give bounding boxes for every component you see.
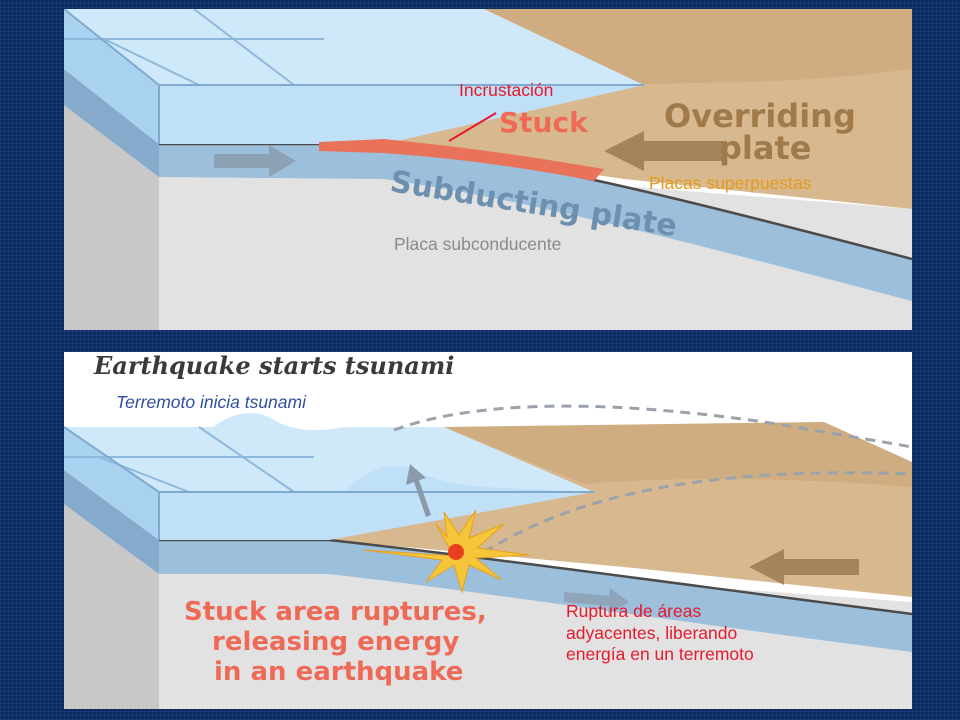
earthquake-burst-icon [363,509,530,594]
plate-boundary-line [159,538,912,616]
diagram-panel-earthquake-tsunami: Earthquake starts tsunami Stuck area rup… [64,352,912,709]
uplift-arrow-icon [406,464,431,517]
subducting-motion-arrow-icon [564,588,629,614]
stuck-plates-illustration: Stuck Overriding plate Subducting plate [64,9,912,330]
label-ruptura-areas: Ruptura de áreas adyacentes, liberando e… [566,601,754,666]
ocean-side [64,427,159,540]
mantle-front [159,547,912,709]
stuck-pointer-line [448,112,497,142]
earthquake-tsunami-illustration: Earthquake starts tsunami Stuck area rup… [64,352,912,709]
plate-printed-label: plate [719,129,811,167]
label-ruptura-line-3: energía en un terremoto [566,644,754,665]
ocean-side [64,9,159,144]
subducting-plate [159,540,912,652]
subducting-plate-side [64,69,159,177]
stuck-zone [319,139,604,181]
subducting-motion-arrow-icon [214,145,296,177]
rupture-caption-line-1: Stuck area ruptures, [184,597,487,627]
ocean-grid [64,9,324,86]
mantle-front [159,149,912,330]
stuck-printed-label: Stuck [499,106,589,139]
ocean-edge [64,426,594,540]
earthquake-epicenter-icon [448,544,464,560]
diagram-panel-stuck-plates: Stuck Overriding plate Subducting plate … [64,9,912,330]
label-ruptura-line-2: adyacentes, liberando [566,622,738,643]
label-ruptura-line-1: Ruptura de áreas [566,601,702,621]
subducting-plate-side [64,470,159,574]
ocean-front [159,85,644,144]
ocean-front [159,466,594,540]
overriding-printed-label: Overriding [664,97,856,135]
bottom-panel-title: Earthquake starts tsunami [93,352,454,380]
ocean-grid [64,426,314,493]
overriding-motion-arrow-icon [749,549,859,585]
label-incrustacion: Incrustación [459,80,554,100]
rupture-caption-line-2: releasing energy [212,627,459,657]
ocean-top [64,413,594,492]
overriding-plate-shade [444,422,912,487]
rupture-caption-line-3: in an earthquake [214,657,463,687]
label-placas-superpuestas: Placas superpuestas [649,173,812,193]
previous-plate-dashed-line [483,471,912,554]
ocean-edge [64,9,644,144]
ocean-top [64,9,644,85]
label-placa-subconducente: Placa subconducente [394,234,562,254]
label-terremoto-inicia-tsunami: Terremoto inicia tsunami [116,392,306,412]
overriding-motion-arrow-icon [604,131,724,171]
